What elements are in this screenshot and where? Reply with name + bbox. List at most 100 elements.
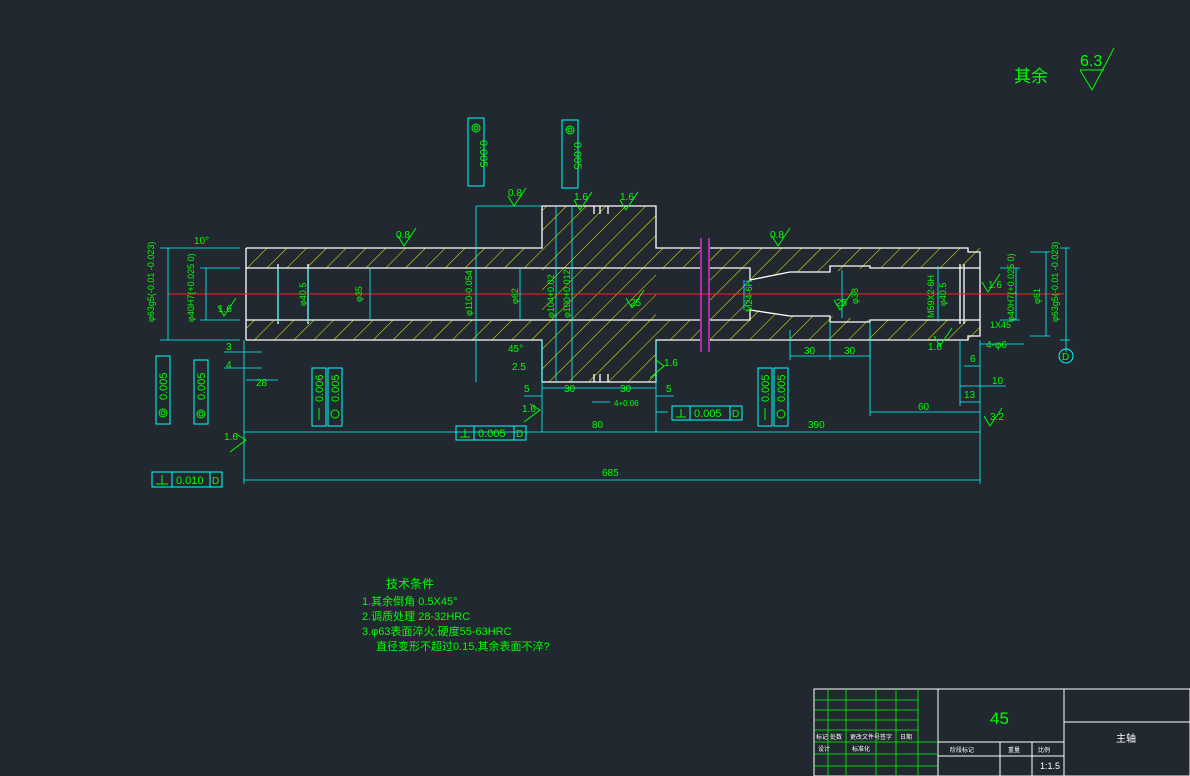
title-col-label: 比例 — [1038, 746, 1050, 754]
dimension-value: 30 — [844, 346, 856, 357]
roughness-value: 0.8 — [508, 188, 522, 199]
diameter-label: φ110-0.054 — [464, 270, 474, 316]
roughness-symbols — [217, 187, 1003, 453]
scale-value: 1:1.5 — [1040, 761, 1060, 771]
roughness-value: 1.6 — [620, 192, 634, 203]
roughness-value: 1.6 — [988, 280, 1002, 291]
title-block — [813, 688, 1190, 776]
title-row-label: 设计 — [818, 745, 830, 753]
title-col-label: 重量 — [1008, 746, 1020, 754]
tolerance-value: 0.005 — [196, 372, 208, 400]
title-row-label: 日期 — [900, 733, 912, 741]
tolerance-frame-values: 0.005 0.005 0.005 0.005 0.006 0.005 0.00… — [158, 140, 788, 402]
diameter-label: φ35 — [354, 286, 364, 302]
dimension-value: 30 — [564, 384, 576, 395]
diameter-label: φ40H7(+0.025 0) — [1006, 253, 1016, 322]
tolerance-value: 0.005 — [330, 374, 342, 402]
dimension-value: 1X45 — [990, 320, 1011, 330]
dimension-value: 5 — [666, 384, 672, 395]
tech-note-line: 2.调质处理 28-32HRC — [362, 610, 470, 623]
material-label: 45 — [990, 709, 1009, 728]
diameter-label: φ40.5 — [938, 283, 948, 306]
diameter-label: φ40H7(+0.025 0) — [186, 253, 196, 322]
roughness-symbol-icon — [1079, 47, 1115, 92]
tolerance-value: 0.005 — [478, 428, 506, 440]
diameter-label: M24-6H — [744, 280, 754, 312]
tech-notes-title: 技术条件 — [386, 577, 434, 591]
roughness-values: 0.8 1.6 1.6 0.8 0.8 1.6 25 25 1.6 1.6 1.… — [218, 188, 1004, 443]
diameter-label: φ100+0.012 — [562, 269, 572, 318]
tolerance-value: 0.005 — [571, 142, 583, 170]
diameter-label: φ104+0.02 — [546, 274, 556, 318]
roughness-value: 1.6 — [218, 304, 232, 315]
dimension-lines — [160, 205, 1070, 484]
tech-note-line: 1.其余倒角 0.5X45° — [362, 594, 458, 608]
dimension-value: 10 — [992, 376, 1004, 387]
surface-note-label: 其余 — [1014, 67, 1048, 86]
datum-letter: D — [732, 409, 739, 420]
dimension-value: 3 — [226, 342, 232, 353]
diameter-label: φ62 — [510, 288, 520, 304]
roughness-value: 0.8 — [770, 230, 784, 241]
dimension-value: 2.5 — [512, 362, 526, 373]
title-row-label: 处数 — [830, 733, 842, 741]
dimension-value: 45° — [508, 344, 523, 355]
tolerance-value: 0.005 — [776, 374, 788, 402]
surface-roughness-note: 其余 6.3 — [1014, 47, 1115, 92]
roughness-value: 1.6 — [522, 404, 536, 415]
datum-letter: D — [516, 429, 523, 440]
datum-letter: D — [212, 476, 219, 487]
dimension-value: 4 — [226, 360, 232, 371]
dimension-value: 4-φ6 — [986, 340, 1007, 351]
dimension-value: 5 — [524, 384, 530, 395]
roughness-value: 1.6 — [928, 342, 942, 353]
roughness-value: 1.6 — [574, 192, 588, 203]
tolerance-value: 0.005 — [477, 140, 489, 168]
dimension-values: 10° 3 4 28 45° 2.5 5 30 30 5 4+0.06 80 3… — [194, 236, 1011, 479]
part-name: 主轴 — [1116, 732, 1136, 745]
surface-note-value: 6.3 — [1080, 53, 1102, 70]
datum-letter: D — [1062, 352, 1069, 363]
technical-notes: 技术条件 1.其余倒角 0.5X45° 2.调质处理 28-32HRC 3.φ6… — [362, 577, 550, 653]
diameter-label: M59X2-6H — [926, 275, 936, 318]
diameter-label: φ63g5(-0.01 -0.023) — [1050, 242, 1060, 322]
diameter-labels: φ63g5(-0.01 -0.023) φ40H7(+0.025 0) φ40.… — [146, 242, 1060, 322]
title-col-label: 阶段标记 — [950, 746, 974, 754]
break-mark — [700, 238, 710, 352]
tolerance-frames-horizontal: 0.005 D 0.005 D 0.010 D D — [151, 348, 1074, 488]
title-row-label: 标准化 — [852, 745, 870, 753]
tolerance-value: 0.005 — [158, 372, 170, 400]
tolerance-value: 0.005 — [760, 374, 772, 402]
diameter-label: φ38 — [850, 288, 860, 304]
title-row-label: 标记 — [816, 733, 828, 741]
dimension-value: 13 — [964, 390, 976, 401]
dimension-value: 10° — [194, 236, 209, 247]
diameter-label: φ63g5(-0.01 -0.023) — [146, 242, 156, 322]
title-block-text: 45 主轴 1:1.5 标记 处数 更改文件号 签字 日期 设计 标准化 阶段标… — [816, 709, 1136, 771]
dimension-value: 390 — [808, 420, 825, 431]
tolerance-frames-vertical — [155, 117, 789, 427]
roughness-value: 25 — [836, 298, 848, 309]
tech-note-line: 3.φ63表面淬火,硬度55-63HRC — [362, 624, 512, 638]
tolerance-value: 0.010 — [176, 475, 204, 487]
dimension-value: 4+0.06 — [614, 399, 639, 408]
dimension-value: 6 — [970, 354, 976, 365]
roughness-value: 0.8 — [396, 230, 410, 241]
diameter-label: φ40.5 — [298, 283, 308, 306]
roughness-value: 1.6 — [664, 358, 678, 369]
title-row-label: 更改文件号 — [850, 733, 880, 741]
shaft-section-hatch — [246, 206, 980, 382]
dimension-value: 60 — [918, 402, 930, 413]
dimension-value: 28 — [256, 378, 268, 389]
roughness-value: 25 — [630, 298, 642, 309]
tolerance-value: 0.005 — [694, 408, 722, 420]
tolerance-value: 0.006 — [314, 374, 326, 402]
dimension-value: 80 — [592, 420, 604, 431]
roughness-value: 3.2 — [990, 412, 1004, 423]
title-row-label: 签字 — [880, 733, 892, 741]
dimension-value: 685 — [602, 468, 619, 479]
diameter-label: φ61 — [1032, 288, 1042, 304]
tech-note-line: 直径变形不超过0.15,其余表面不淬? — [376, 639, 550, 653]
